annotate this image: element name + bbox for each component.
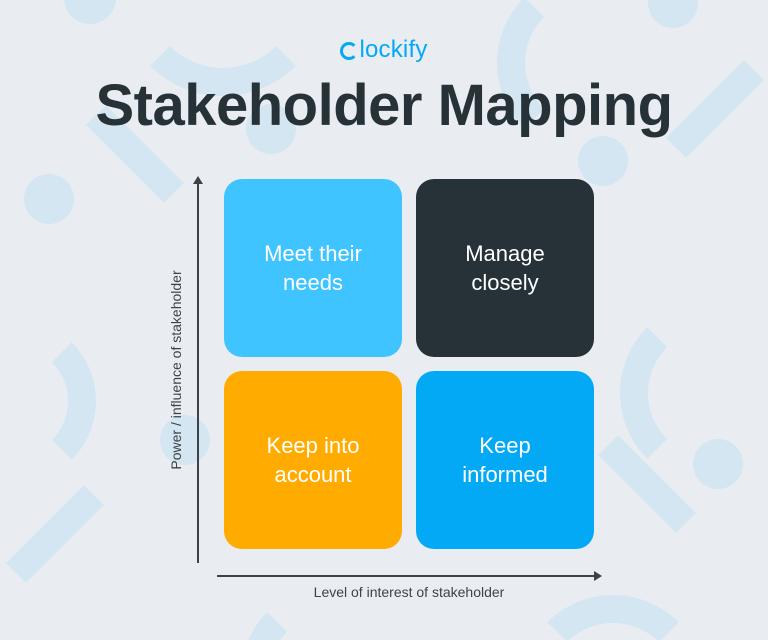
decor-circle [693,439,743,489]
decor-circle [64,0,116,24]
arrow-right-icon [594,571,602,581]
logo-text: lockify [359,36,428,63]
quadrant-label: Manage closely [465,241,545,295]
decor-arc [0,318,96,484]
clockify-logo-icon [340,42,359,60]
quadrant-label: Keep into account [266,433,360,487]
decor-circle [246,104,296,154]
x-axis-label: Level of interest of stakeholder [313,584,505,600]
quadrant-label: Keep informed [462,433,548,487]
quadrant-keep-informed: Keep informed [416,371,594,549]
decor-bar [6,485,104,583]
page-title: Stakeholder Mapping [95,73,673,138]
quadrant-manage-closely: Manage closely [416,179,594,357]
decor-arc [520,595,706,640]
x-axis-line [217,575,594,577]
quadrant-keep-into-account: Keep into account [224,371,402,549]
arrow-up-icon [193,176,203,184]
decor-circle [24,174,74,224]
quadrant-label: Meet their needs [264,241,362,295]
y-axis-line [197,182,199,563]
decor-circle [160,415,210,465]
y-axis-label: Power / influence of stakeholder [168,270,184,470]
clockify-logo: lockify [0,36,768,64]
quadrant-meet-their-needs: Meet their needs [224,179,402,357]
